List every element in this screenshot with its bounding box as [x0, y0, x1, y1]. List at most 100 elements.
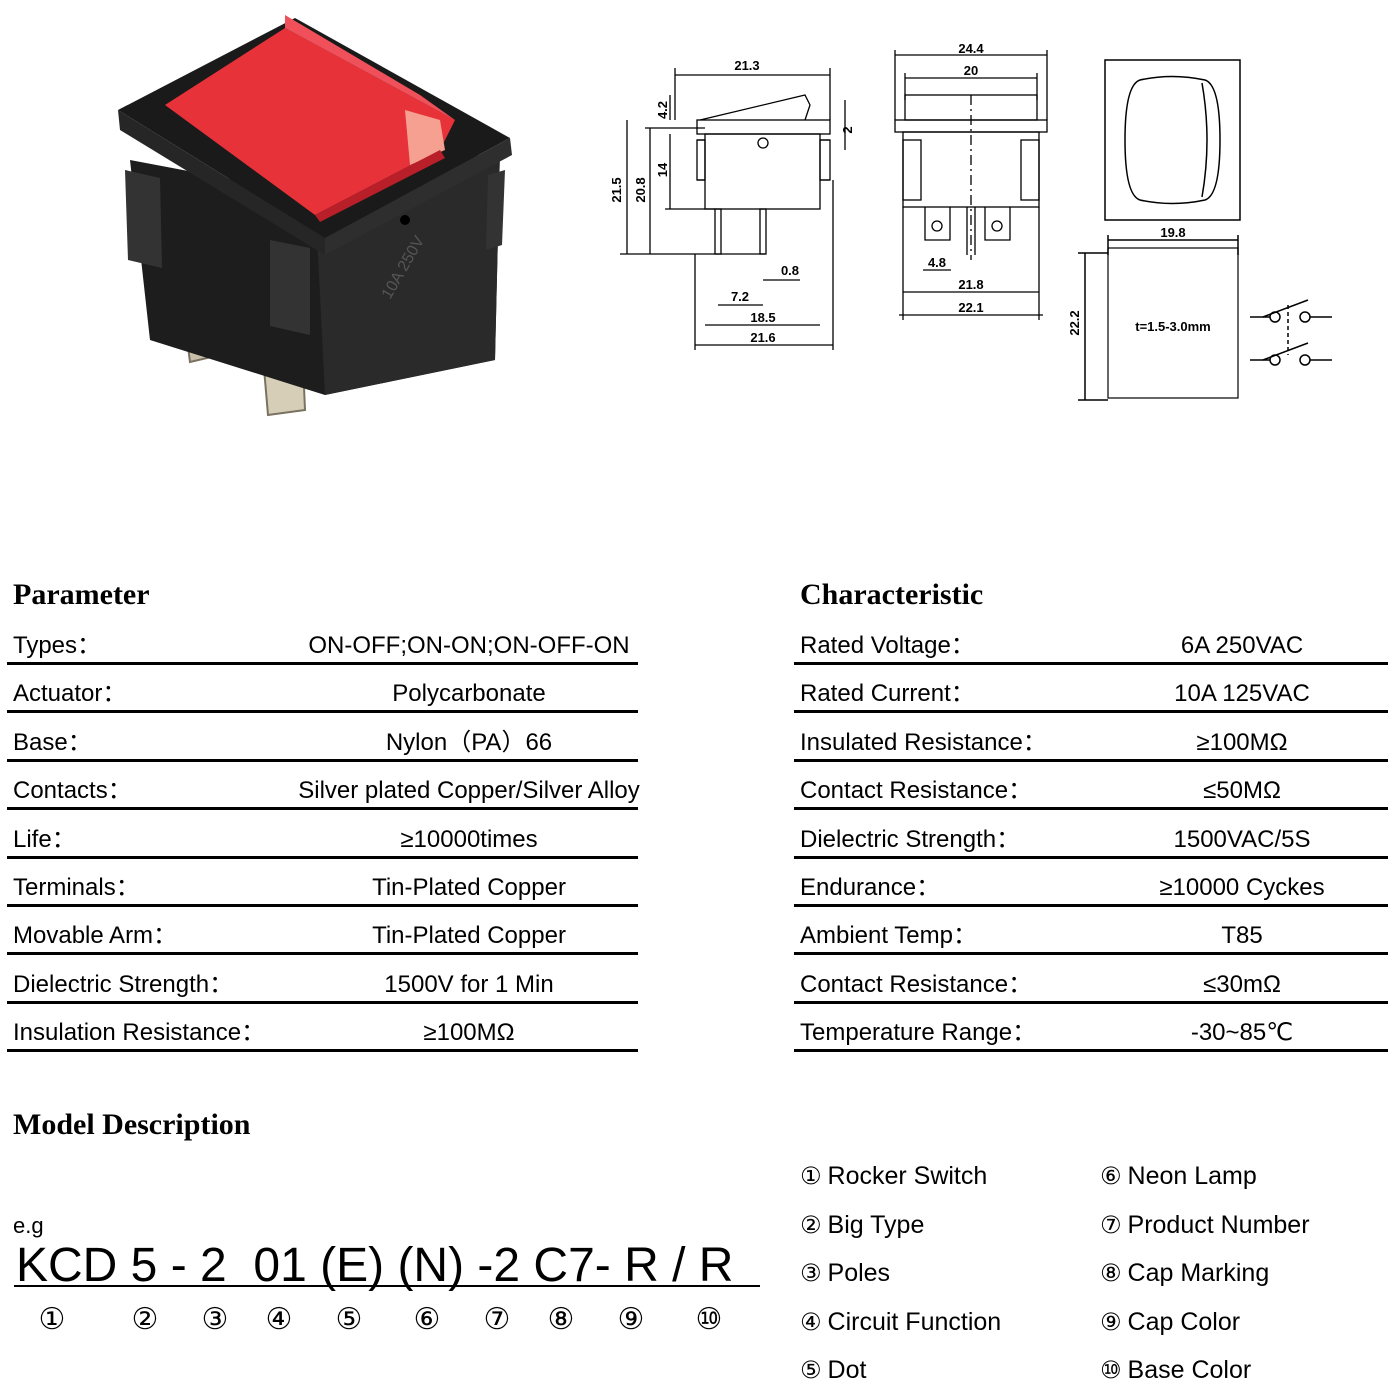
characteristic-value: 6A 250VAC	[1180, 632, 1304, 659]
parameter-label: Life：	[13, 825, 76, 853]
dim-14: 14	[655, 162, 670, 177]
parameter-label: Base：	[13, 728, 92, 756]
parameter-value: ≥10000times	[400, 825, 538, 853]
segment-number: ⑨	[617, 1302, 645, 1337]
dim-20: 20	[964, 63, 978, 78]
characteristic-value: ≤50MΩ	[1203, 777, 1281, 805]
characteristic-value: ≥100MΩ	[1196, 728, 1288, 756]
parameter-row: Dielectric Strength： 1500V for 1 Min	[7, 955, 638, 1004]
dim-2: 2	[840, 126, 855, 133]
legend-number: ⑩	[1100, 1356, 1122, 1384]
parameter-title: Parameter	[13, 578, 150, 611]
parameter-value: 1500V for 1 Min	[384, 970, 554, 998]
dim-0-8: 0.8	[781, 263, 799, 278]
segment-number: ②	[131, 1302, 159, 1337]
legend-number: ⑦	[1100, 1210, 1122, 1239]
dim-21-8: 21.8	[958, 277, 983, 292]
legend-number: ⑤	[800, 1356, 822, 1384]
dim-20-8: 20.8	[633, 177, 648, 202]
legend-text: Circuit Function	[827, 1307, 1002, 1336]
parameter-value: Nylon（PA）66	[385, 728, 553, 756]
legend-text: Poles	[827, 1259, 891, 1287]
parameter-row: Terminals： Tin-Plated Copper	[7, 858, 638, 907]
characteristic-value: ≥10000 Cyckes	[1159, 874, 1325, 901]
parameter-value: Tin-Plated Copper	[372, 874, 566, 901]
parameter-label: Actuator：	[13, 680, 127, 708]
legend-number: ④	[800, 1307, 822, 1336]
segment-number: ④	[265, 1302, 293, 1337]
characteristic-row: Rated Current：10A 125VAC	[794, 664, 1388, 714]
dim-22-2: 22.2	[1067, 310, 1082, 335]
characteristic-label: Rated Voltage：	[800, 632, 975, 659]
dim-21-3: 21.3	[734, 58, 759, 73]
segment-number: ③	[201, 1302, 229, 1337]
segment-number: ⑩	[695, 1302, 723, 1337]
characteristic-row: Insulated Resistance： ≥100MΩ	[794, 713, 1388, 762]
dim-21-6: 21.6	[750, 330, 775, 345]
dim-4-8: 4.8	[928, 255, 946, 270]
characteristic-label: Insulated Resistance：	[800, 728, 1047, 756]
segment-number: ⑦	[483, 1302, 511, 1337]
model-code: KCD 5 - 2 01 (E) (N) -2 C7- R / R	[16, 1239, 734, 1292]
characteristic-value: T85	[1221, 922, 1263, 950]
legend-number: ⑨	[1100, 1307, 1122, 1336]
parameter-value: Silver plated Copper/Silver Alloy	[298, 777, 640, 805]
legend-number: ⑥	[1100, 1162, 1122, 1190]
top-view-drawing: 19.8 22.2 t=1.5-3.0mm	[1067, 59, 1332, 401]
characteristic-row: Contact Resistance： ≤50MΩ	[794, 761, 1388, 811]
parameter-label: Terminals：	[13, 874, 140, 901]
dim-18-5: 18.5	[750, 310, 775, 325]
characteristic-value: 10A 125VAC	[1174, 680, 1310, 708]
model-description-title: Model Description	[13, 1108, 251, 1141]
side-view-drawing: 21.3 4.2 2 21.5 20.8 14 0.8 7.2 18.5 21.…	[609, 58, 855, 350]
characteristic-row: Rated Voltage： 6A 250VAC	[794, 616, 1388, 665]
legend-text: Base Color	[1127, 1356, 1252, 1384]
dim-24-4: 24.4	[958, 41, 984, 56]
characteristic-row: Temperature Range：-30~85℃	[794, 1003, 1388, 1053]
characteristic-value: -30~85℃	[1190, 1019, 1294, 1047]
parameter-label: Insulation Resistance：	[13, 1019, 266, 1047]
legend-number: ⑧	[1100, 1259, 1122, 1287]
parameter-row: Movable Arm： Tin-Plated Copper	[7, 906, 638, 956]
legend-text: Rocker Switch	[827, 1162, 988, 1190]
front-view-drawing: 24.4 20 4.8 21.8 22.1	[894, 41, 1048, 320]
legend-number: ①	[800, 1162, 822, 1190]
legend-text: Product Number	[1127, 1210, 1310, 1239]
segment-number: ①	[38, 1302, 66, 1337]
characteristic-row: Contact Resistance：≤30mΩ	[794, 955, 1388, 1004]
panel-thickness-note: t=1.5-3.0mm	[1135, 319, 1211, 334]
characteristic-row: Ambient Temp： T85	[794, 906, 1388, 956]
characteristic-value: 1500VAC/5S	[1173, 825, 1311, 853]
parameter-value: ON-OFF;ON-ON;ON-OFF-ON	[308, 632, 630, 659]
legend-number: ②	[800, 1210, 822, 1239]
parameter-value: ≥100MΩ	[423, 1019, 515, 1047]
product-photo: 10A 250V	[118, 15, 512, 417]
parameter-row: Base： Nylon（PA）66	[7, 713, 638, 762]
characteristic-label: Endurance：	[800, 874, 941, 901]
parameter-value: Tin-Plated Copper	[372, 922, 566, 950]
legend-text: Neon Lamp	[1127, 1162, 1257, 1190]
dim-7-2: 7.2	[731, 289, 749, 304]
parameter-label: Movable Arm：	[13, 922, 178, 950]
legend-text: Cap Marking	[1127, 1259, 1270, 1287]
characteristic-row: Dielectric Strength：1500VAC/5S	[794, 810, 1388, 859]
parameter-label: Types：	[13, 632, 102, 659]
model-code-underline	[14, 1285, 760, 1287]
characteristic-value: ≤30mΩ	[1203, 970, 1281, 998]
characteristic-title: Characteristic	[800, 578, 984, 611]
characteristic-row: Endurance： ≥10000 Cyckes	[794, 858, 1388, 907]
characteristic-label: Contact Resistance：	[800, 777, 1033, 805]
dim-21-5: 21.5	[609, 177, 624, 202]
parameter-label: Dielectric Strength：	[13, 970, 234, 998]
characteristic-label: Ambient Temp：	[800, 922, 977, 950]
